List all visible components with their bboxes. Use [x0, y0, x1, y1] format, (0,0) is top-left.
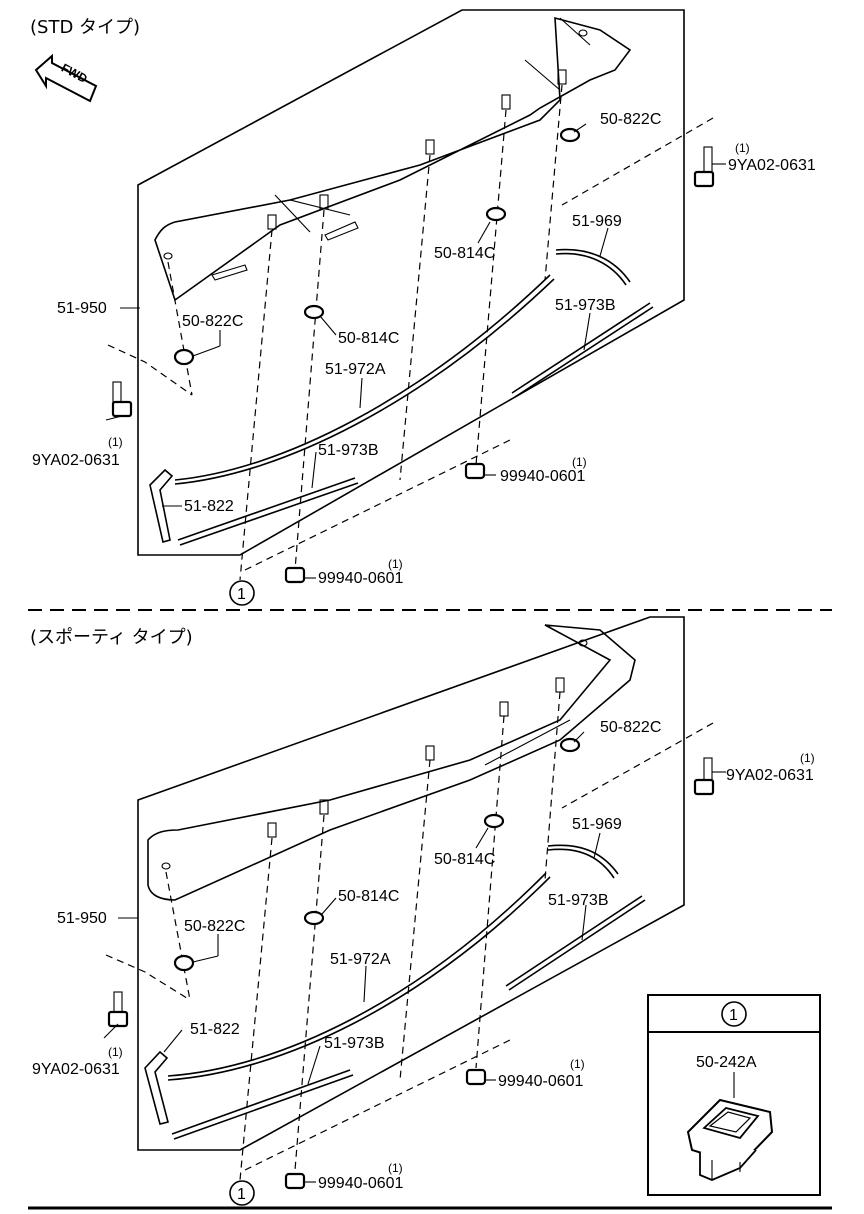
- label-51-972a-sporty: 51-972A: [330, 951, 391, 968]
- washer-50-814c-right: [485, 206, 507, 222]
- fwd-arrow-icon: FWD: [34, 53, 98, 103]
- bolt-9ya02-left-icon: [111, 381, 133, 418]
- label-99940-left-qty-sporty: (1): [388, 1161, 403, 1175]
- label-50-822c-left-sporty: 50-822C: [184, 918, 245, 935]
- clip-51-822-sporty: [144, 1050, 169, 1125]
- washer-50-822c-left: [173, 348, 195, 366]
- washer-50-822c-right-sporty: [559, 737, 581, 753]
- nut-99940-right-icon-sporty: [465, 1068, 487, 1086]
- label-9ya02-right-qty-sporty: (1): [800, 751, 815, 765]
- label-51-950: 51-950: [57, 300, 107, 317]
- label-9ya02-left-qty-sporty: (1): [108, 1045, 123, 1059]
- label-51-822-sporty: 51-822: [190, 1021, 240, 1038]
- callout-1-sporty: 1: [229, 1180, 255, 1206]
- svg-text:1: 1: [237, 1186, 246, 1203]
- label-9ya02-right-sporty: 9YA02-0631: [726, 767, 814, 784]
- label-99940-right-qty: (1): [572, 455, 587, 469]
- label-51-973b-left-sporty: 51-973B: [324, 1035, 385, 1052]
- label-9ya02-right: 9YA02-0631: [728, 157, 816, 174]
- label-50-242a: 50-242A: [696, 1054, 757, 1071]
- label-leaders: [105, 123, 726, 579]
- grommet-50-242a-icon: [686, 1098, 774, 1181]
- label-99940-left: 99940-0601: [318, 570, 404, 587]
- inset-detail-box: 1 50-242A: [647, 994, 821, 1196]
- label-50-814c-left-sporty: 50-814C: [338, 888, 399, 905]
- label-51-822: 51-822: [184, 498, 234, 515]
- dashed-guides-sporty: [105, 691, 714, 1181]
- assembly-frame: [137, 9, 685, 556]
- std-type-section: (STD タイプ) FWD: [30, 9, 816, 606]
- label-99940-right-qty-sporty: (1): [570, 1057, 585, 1071]
- washer-50-814c-left: [303, 304, 325, 320]
- label-9ya02-right-qty: (1): [735, 141, 750, 155]
- washer-50-822c-left-sporty: [173, 954, 195, 972]
- spoiler-body-sporty: [147, 624, 636, 901]
- seal-51-969: [555, 248, 631, 283]
- seal-51-969-sporty: [547, 844, 619, 875]
- label-50-822c-left: 50-822C: [182, 313, 243, 330]
- label-leaders-sporty: [103, 731, 726, 1183]
- strip-51-973b-right: [511, 302, 654, 398]
- strip-51-973b-left: [177, 477, 359, 546]
- callout-1-std: 1: [229, 580, 255, 606]
- label-51-950-sporty: 51-950: [57, 910, 107, 927]
- section-title-sporty: (スポーティ タイプ): [30, 627, 193, 648]
- sporty-type-section: (スポーティ タイプ): [30, 616, 815, 1206]
- label-99940-left-sporty: 99940-0601: [318, 1175, 404, 1192]
- label-51-972a: 51-972A: [325, 361, 386, 378]
- bolt-9ya02-left-icon-sporty: [107, 991, 129, 1028]
- nut-99940-left-icon: [284, 566, 306, 584]
- label-50-814c-right-sporty: 50-814C: [434, 851, 495, 868]
- label-50-822c-right: 50-822C: [600, 111, 661, 128]
- washer-50-814c-left-sporty: [303, 910, 325, 926]
- label-9ya02-left: 9YA02-0631: [32, 452, 120, 469]
- spoiler-body: [154, 16, 632, 302]
- label-99940-right: 99940-0601: [500, 468, 586, 485]
- label-51-969: 51-969: [572, 213, 622, 230]
- strip-51-973b-left-sporty: [171, 1069, 354, 1140]
- label-9ya02-left-sporty: 9YA02-0631: [32, 1061, 120, 1078]
- bolt-9ya02-right-icon: [693, 146, 715, 188]
- label-50-814c-left: 50-814C: [338, 330, 399, 347]
- label-99940-left-qty: (1): [388, 557, 403, 571]
- strip-51-972a: [174, 274, 551, 481]
- label-51-969-sporty: 51-969: [572, 816, 622, 833]
- label-50-814c-right: 50-814C: [434, 245, 495, 262]
- assembly-frame-sporty: [137, 616, 685, 1151]
- label-51-973b-left: 51-973B: [318, 442, 379, 459]
- stud-icons: [267, 69, 567, 230]
- bolt-9ya02-right-icon-sporty: [693, 757, 715, 796]
- label-51-973b-right-sporty: 51-973B: [548, 892, 609, 909]
- strip-51-972a-sporty: [167, 872, 547, 1077]
- clip-51-822: [149, 468, 174, 544]
- inset-callout-label: 1: [729, 1007, 738, 1024]
- label-9ya02-left-qty: (1): [108, 435, 123, 449]
- svg-text:1: 1: [237, 586, 246, 603]
- label-51-973b-right: 51-973B: [555, 297, 616, 314]
- strip-51-973b-right-sporty: [505, 895, 646, 991]
- section-title-std: (STD タイプ): [30, 17, 140, 38]
- nut-99940-left-icon-sporty: [284, 1172, 306, 1190]
- label-99940-right-sporty: 99940-0601: [498, 1073, 584, 1090]
- label-50-822c-right-sporty: 50-822C: [600, 719, 661, 736]
- nut-99940-right-icon: [464, 462, 486, 480]
- washer-50-814c-right-sporty: [483, 813, 505, 829]
